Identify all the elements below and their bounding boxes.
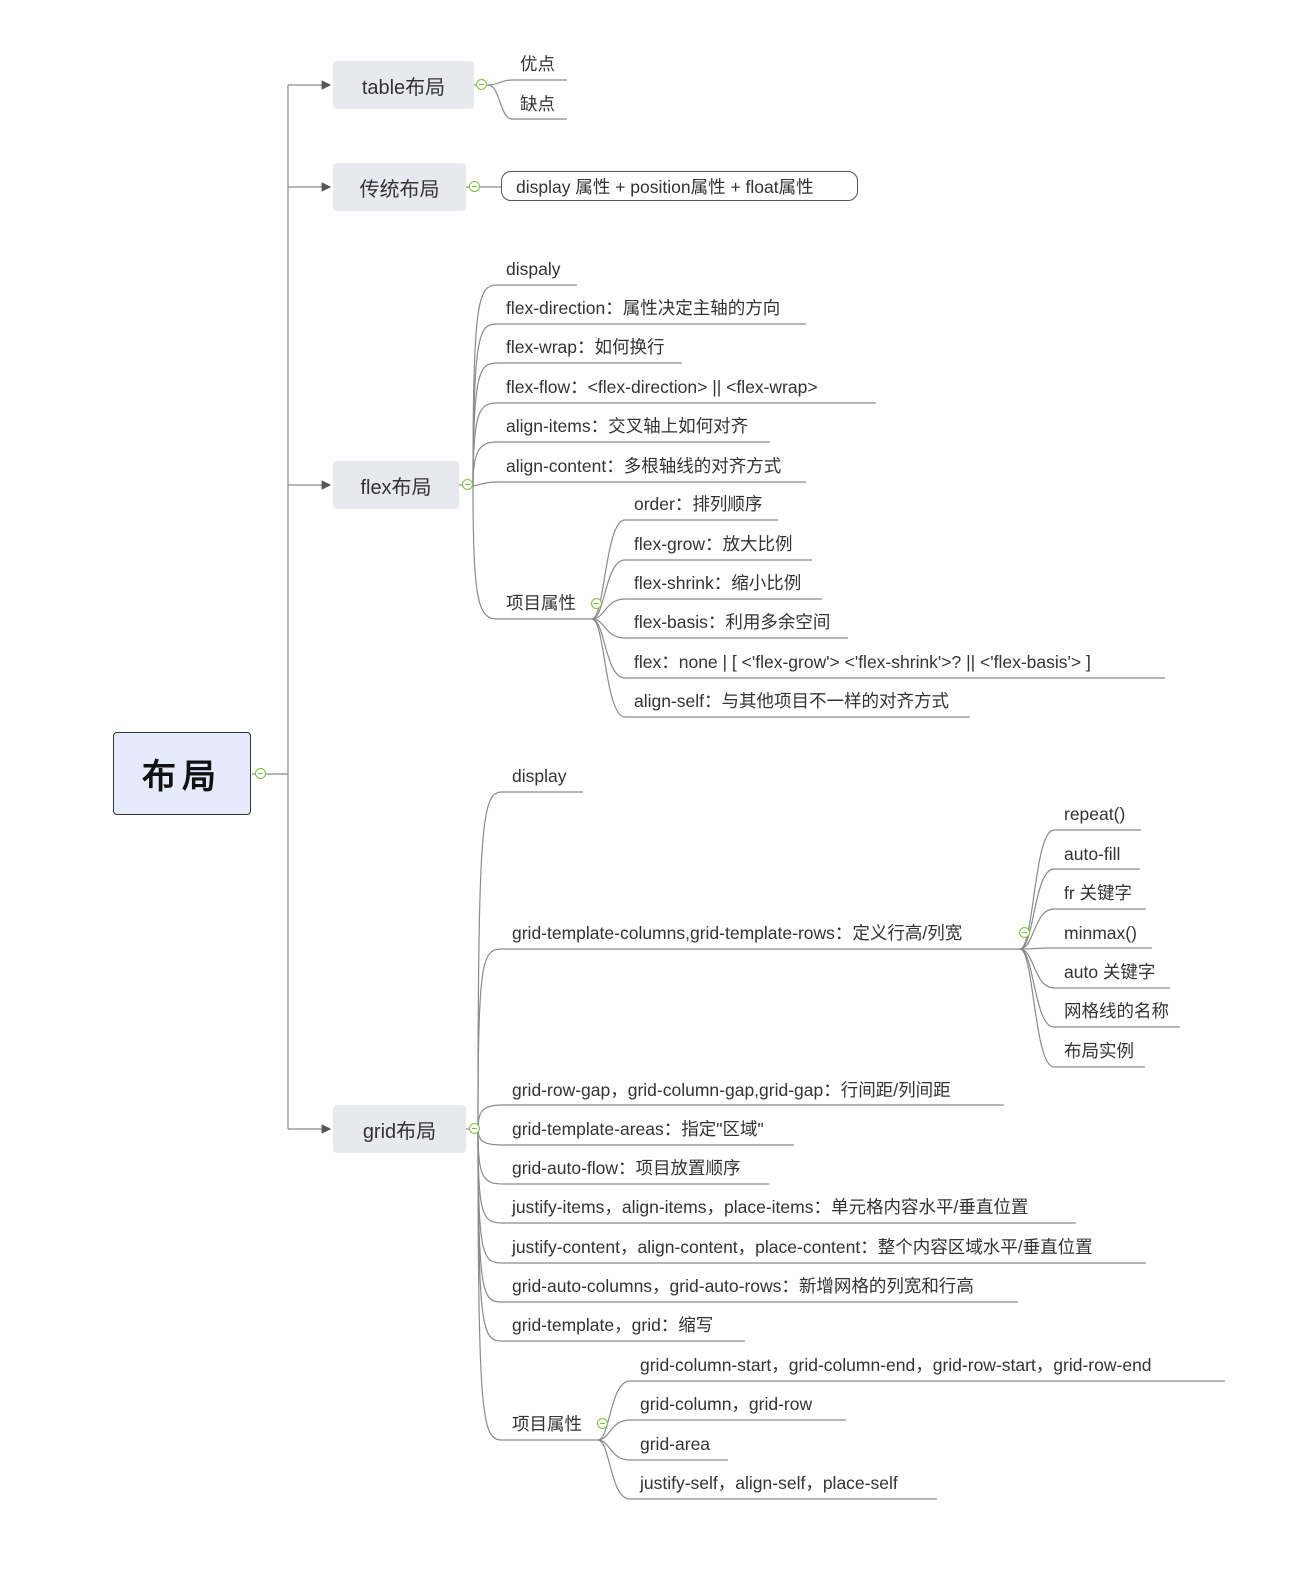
leaf-flex-align-items[interactable]: align-items：交叉轴上如何对齐 [506,416,749,436]
leaf-flex-wrap[interactable]: flex-wrap：如何换行 [506,337,665,357]
collapse-toggle-icon[interactable] [462,479,473,490]
node-traditional-layout[interactable]: 传统布局 [333,163,466,211]
collapse-toggle-icon[interactable] [476,79,487,90]
leaf-table-cons[interactable]: 缺点 [520,94,555,114]
leaf-grid-line-names[interactable]: 网格线的名称 [1064,1001,1169,1021]
leaf-flex-shrink[interactable]: flex-shrink：缩小比例 [634,573,802,593]
collapse-toggle-icon[interactable] [597,1418,608,1429]
leaf-grid-template-areas[interactable]: grid-template-areas：指定"区域" [512,1119,764,1139]
node-table-layout[interactable]: table布局 [333,61,474,109]
leaf-flex-display[interactable]: dispaly [506,259,561,279]
leaf-grid-auto-columns-rows[interactable]: grid-auto-columns，grid-auto-rows：新增网格的列宽… [512,1276,974,1296]
leaf-grid-minmax[interactable]: minmax() [1064,923,1137,943]
leaf-grid-gap[interactable]: grid-row-gap，grid-column-gap,grid-gap：行间… [512,1080,951,1100]
collapse-toggle-icon[interactable] [469,181,480,192]
node-grid-template[interactable]: grid-template-columns,grid-template-rows… [512,923,963,943]
leaf-flex-grow[interactable]: flex-grow：放大比例 [634,534,793,554]
leaf-traditional-props[interactable]: display 属性 + position属性 + float属性 [501,171,858,201]
leaf-grid-auto-fill[interactable]: auto-fill [1064,844,1121,864]
leaf-grid-place-self[interactable]: justify-self，align-self，place-self [640,1473,898,1493]
leaf-grid-place-items[interactable]: justify-items，align-items，place-items：单元… [512,1197,1029,1217]
leaf-flex-shorthand[interactable]: flex：none | [ <'flex-grow'> <'flex-shrin… [634,652,1091,672]
node-grid-item-props[interactable]: 项目属性 [512,1414,582,1434]
collapse-toggle-icon[interactable] [1019,927,1030,938]
collapse-toggle-icon[interactable] [591,598,602,609]
leaf-flex-flow[interactable]: flex-flow：<flex-direction> || <flex-wrap… [506,377,818,397]
leaf-grid-place-content[interactable]: justify-content，align-content，place-cont… [512,1237,1093,1257]
node-flex-item-props[interactable]: 项目属性 [506,593,576,613]
node-grid-layout[interactable]: grid布局 [333,1105,466,1153]
collapse-toggle-icon[interactable] [255,768,266,779]
leaf-grid-column-row-start-end[interactable]: grid-column-start，grid-column-end，grid-r… [640,1355,1152,1375]
leaf-grid-display[interactable]: display [512,766,567,786]
leaf-flex-basis[interactable]: flex-basis：利用多余空间 [634,612,831,632]
leaf-flex-align-self[interactable]: align-self：与其他项目不一样的对齐方式 [634,691,950,711]
collapse-toggle-icon[interactable] [469,1123,480,1134]
root-node[interactable]: 布局 [113,732,251,815]
leaf-table-pros[interactable]: 优点 [520,54,555,74]
leaf-flex-direction[interactable]: flex-direction：属性决定主轴的方向 [506,298,781,318]
leaf-grid-column-row[interactable]: grid-column，grid-row [640,1394,813,1414]
leaf-grid-layout-example[interactable]: 布局实例 [1064,1041,1134,1061]
leaf-grid-auto-flow[interactable]: grid-auto-flow：项目放置顺序 [512,1158,741,1178]
leaf-flex-align-content[interactable]: align-content：多根轴线的对齐方式 [506,456,782,476]
leaf-grid-fr[interactable]: fr 关键字 [1064,883,1133,903]
leaf-grid-auto-keyword[interactable]: auto 关键字 [1064,962,1156,982]
leaf-grid-repeat[interactable]: repeat() [1064,804,1126,824]
leaf-flex-order[interactable]: order：排列顺序 [634,494,763,514]
node-flex-layout[interactable]: flex布局 [333,461,459,509]
leaf-grid-shorthand[interactable]: grid-template，grid：缩写 [512,1315,714,1335]
leaf-grid-area[interactable]: grid-area [640,1434,711,1454]
